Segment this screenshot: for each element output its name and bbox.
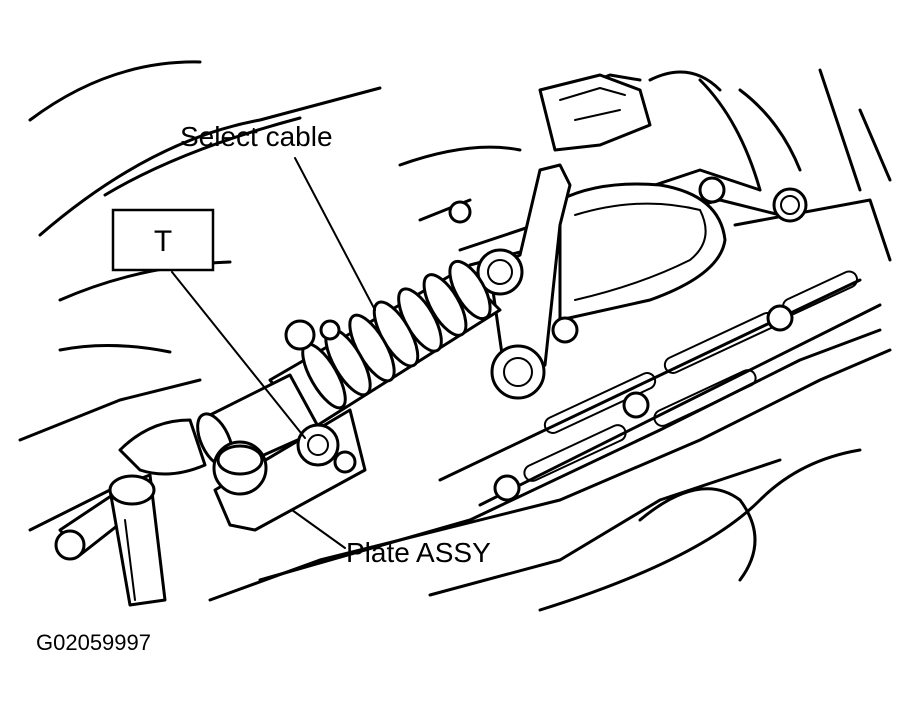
transmission-case <box>18 60 892 612</box>
figure-id: G02059997 <box>36 630 151 655</box>
callout-plate-assy: Plate ASSY <box>291 509 491 568</box>
linkage-rod <box>54 473 167 607</box>
tool-label: T <box>154 225 172 258</box>
plate-assembly <box>212 408 367 532</box>
select-cable-label: Select cable <box>180 121 333 152</box>
actuator-housing <box>538 73 727 344</box>
plate-assy-label: Plate ASSY <box>346 537 491 568</box>
select-lever <box>476 163 572 400</box>
callout-tool: T <box>111 208 306 439</box>
select-cable <box>118 259 502 476</box>
callout-select-cable: Select cable <box>180 121 376 311</box>
